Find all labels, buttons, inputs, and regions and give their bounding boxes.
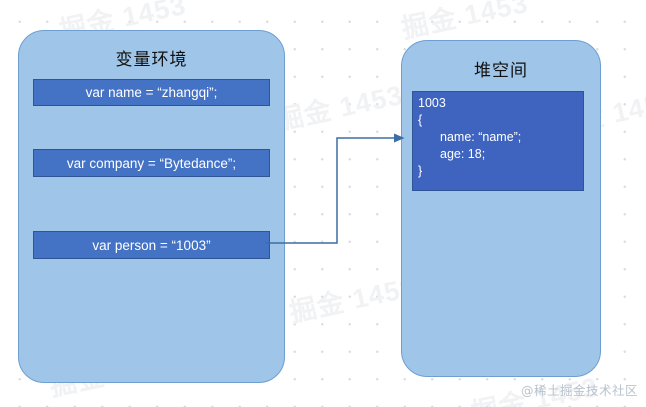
background-watermark: 掘金 1453 [286, 271, 419, 328]
heap-object-address: 1003 [418, 96, 446, 110]
credit-watermark: @稀土掘金技术社区 [520, 383, 638, 398]
heap-object-close-brace: } [418, 164, 423, 178]
statement-text: var person = “1003” [92, 237, 211, 253]
heap-title: 堆空间 [474, 61, 528, 81]
statement-var-name: var name = “zhangqi”; [33, 79, 270, 106]
statement-var-company: var company = “Bytedance”; [33, 149, 270, 177]
statement-var-person: var person = “1003” [33, 231, 270, 259]
heap-object-block: 1003 { name: “name”; age: 18; } [412, 91, 584, 191]
statement-text: var name = “zhangqi”; [85, 85, 218, 100]
statement-text: var company = “Bytedance”; [66, 155, 237, 171]
heap-object-open-brace: { [418, 113, 423, 127]
variable-environment-title: 变量环境 [115, 50, 188, 70]
heap-object-property-age: age: 18; [440, 147, 486, 161]
heap-object-property-name: name: “name”; [440, 130, 522, 144]
variable-environment-panel: 变量环境 var name = “zhangqi”; var company =… [18, 30, 285, 383]
heap-panel: 堆空间 1003 { name: “name”; age: 18; } [401, 40, 601, 377]
background-watermark: 掘金 1453 [273, 79, 406, 136]
